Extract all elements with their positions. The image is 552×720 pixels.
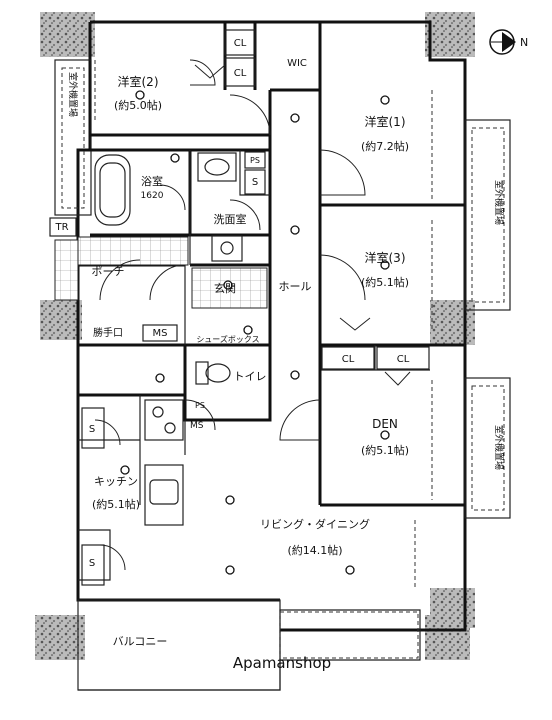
ps-label-2: PS	[195, 401, 205, 410]
cl-label-2: CL	[234, 68, 247, 79]
tiled-areas	[54, 236, 268, 309]
outdoor-unit-right-top	[464, 119, 511, 311]
doors	[94, 59, 411, 571]
s-label-3: S	[89, 558, 95, 569]
cl-label-3: CL	[342, 354, 355, 365]
bathtub	[94, 154, 131, 226]
wic-label: WIC	[287, 58, 307, 69]
kitchen-name: キッチン	[94, 475, 138, 488]
small-labels: CL CL WIC CL CL PS PS S S S TR MS MS シュー…	[54, 38, 409, 569]
interior-walls	[78, 22, 465, 581]
s-label-1: S	[252, 177, 258, 188]
western1-size: (約7.2帖)	[361, 139, 409, 153]
outdoor-unit-right-bottom	[464, 377, 511, 519]
western3-size: (約5.1帖)	[361, 275, 409, 289]
kitchen-size: (約5.1帖)	[92, 497, 140, 511]
den-size: (約5.1帖)	[361, 443, 409, 457]
tr-label: TR	[54, 222, 68, 233]
ms-label-1: MS	[153, 328, 168, 339]
living-size: (約14.1帖)	[287, 543, 342, 557]
shoebox-label: シューズボックス	[196, 334, 259, 344]
ps-label-1: PS	[250, 156, 260, 165]
wash-basin	[197, 152, 243, 262]
outdoor-right-bottom-name: 室外機置場	[493, 425, 505, 470]
s-label-2: S	[89, 424, 95, 435]
hall-name: ホール	[279, 280, 312, 293]
western1-name: 洋室(1)	[365, 114, 406, 129]
ms-label-2: MS	[190, 421, 204, 431]
room-labels: 洋室(2) (約5.0帖) 洋室(1) (約7.2帖) 洋室(3) (約5.1帖…	[67, 72, 505, 648]
western2-size: (約5.0帖)	[114, 98, 162, 112]
compass-label: N	[520, 36, 528, 49]
kitchen-counter	[144, 399, 184, 526]
bath-size: 1620	[141, 191, 164, 201]
outdoor-unit-left	[54, 59, 92, 216]
western2-name: 洋室(2)	[118, 74, 159, 89]
watermark: Apamanshop	[233, 654, 331, 672]
bath-name: 浴室	[141, 174, 163, 188]
outdoor-left-name: 室外機置場	[67, 72, 79, 117]
den-name: DEN	[372, 417, 398, 431]
storage-door-label: 勝手口	[93, 326, 123, 339]
ceiling-lines	[94, 60, 433, 659]
outdoor-right-top-name: 室外機置場	[493, 180, 505, 225]
outer-walls	[76, 20, 467, 691]
washroom-name: 洗面室	[214, 212, 247, 226]
living-name: リビング・ダイニング	[260, 517, 370, 531]
label-boxes	[49, 151, 266, 586]
entrance-name: 玄関	[214, 281, 236, 295]
toilet-fixture	[195, 361, 231, 385]
cl-label-4: CL	[397, 354, 410, 365]
structural-columns	[35, 12, 475, 660]
western3-name: 洋室(3)	[365, 250, 406, 265]
compass: N	[489, 29, 528, 55]
porch-name: ポーチ	[92, 265, 125, 278]
closet-cl-top	[224, 29, 256, 87]
closet-cl-middle	[321, 346, 430, 370]
cl-label-1: CL	[234, 38, 247, 49]
toilet-name: トイレ	[234, 370, 267, 383]
balcony-name: バルコニー	[113, 635, 168, 648]
ceiling-lights	[120, 90, 390, 575]
